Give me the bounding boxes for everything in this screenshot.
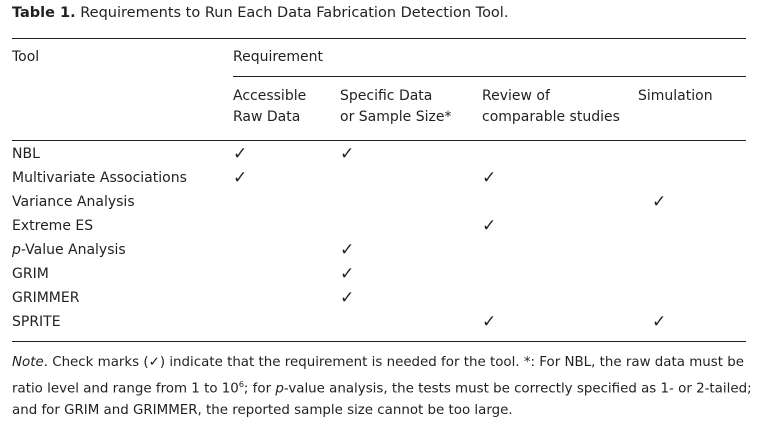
top-rule [12,38,746,39]
check-mark-icon: ✓ [652,192,667,212]
column-header: Specific Data [340,88,433,104]
check-mark-icon: ✓ [233,144,248,164]
bottom-rule [12,341,746,342]
table-note: Note. Check marks (✓) indicate that the … [12,352,752,422]
row-tool-name: SPRITE [12,314,61,330]
check-mark-icon: ✓ [652,312,667,332]
check-mark-icon: ✓ [340,288,355,308]
column-header: Review of [482,88,550,104]
note-text: -value analysis, the tests must be corre… [12,381,752,419]
tool-label: NBL [12,146,40,162]
header-tool: Tool [12,49,40,65]
note-text: . Check marks (✓) indicate that the requ… [12,355,744,397]
tool-label: GRIM [12,266,49,282]
note-text: ; for [243,381,276,397]
note-italic-p: p [275,381,284,397]
check-mark-icon: ✓ [340,144,355,164]
tool-label: -Value Analysis [20,242,126,258]
row-tool-name: p-Value Analysis [12,242,126,258]
check-mark-icon: ✓ [482,312,497,332]
row-tool-name: GRIMMER [12,290,79,306]
check-mark-icon: ✓ [340,264,355,284]
tool-label: Extreme ES [12,218,94,234]
table-title: Table 1. Requirements to Run Each Data F… [12,5,508,21]
italic-p: p [12,242,21,258]
tool-label: Multivariate Associations [12,170,187,186]
row-tool-name: Multivariate Associations [12,170,187,186]
table-label: Table 1. [12,5,76,21]
check-mark-icon: ✓ [340,240,355,260]
check-mark-icon: ✓ [482,168,497,188]
row-tool-name: GRIM [12,266,49,282]
column-header: Accessible [233,88,307,104]
row-tool-name: NBL [12,146,40,162]
check-mark-icon: ✓ [233,168,248,188]
requirement-rule [233,76,746,77]
column-header: comparable studies [482,109,620,125]
table-caption: Requirements to Run Each Data Fabricatio… [80,5,509,21]
column-header: Raw Data [233,109,301,125]
check-mark-icon: ✓ [482,216,497,236]
header-rule [12,140,746,141]
tool-label: Variance Analysis [12,194,135,210]
tool-label: GRIMMER [12,290,80,306]
header-requirement: Requirement [233,49,324,65]
note-label: Note [12,355,44,370]
row-tool-name: Variance Analysis [12,194,135,210]
column-header: Simulation [638,88,713,104]
note-superscript: 6 [238,380,244,389]
row-tool-name: Extreme ES [12,218,93,234]
column-header: or Sample Size* [340,109,452,125]
tool-label: SPRITE [12,314,61,330]
